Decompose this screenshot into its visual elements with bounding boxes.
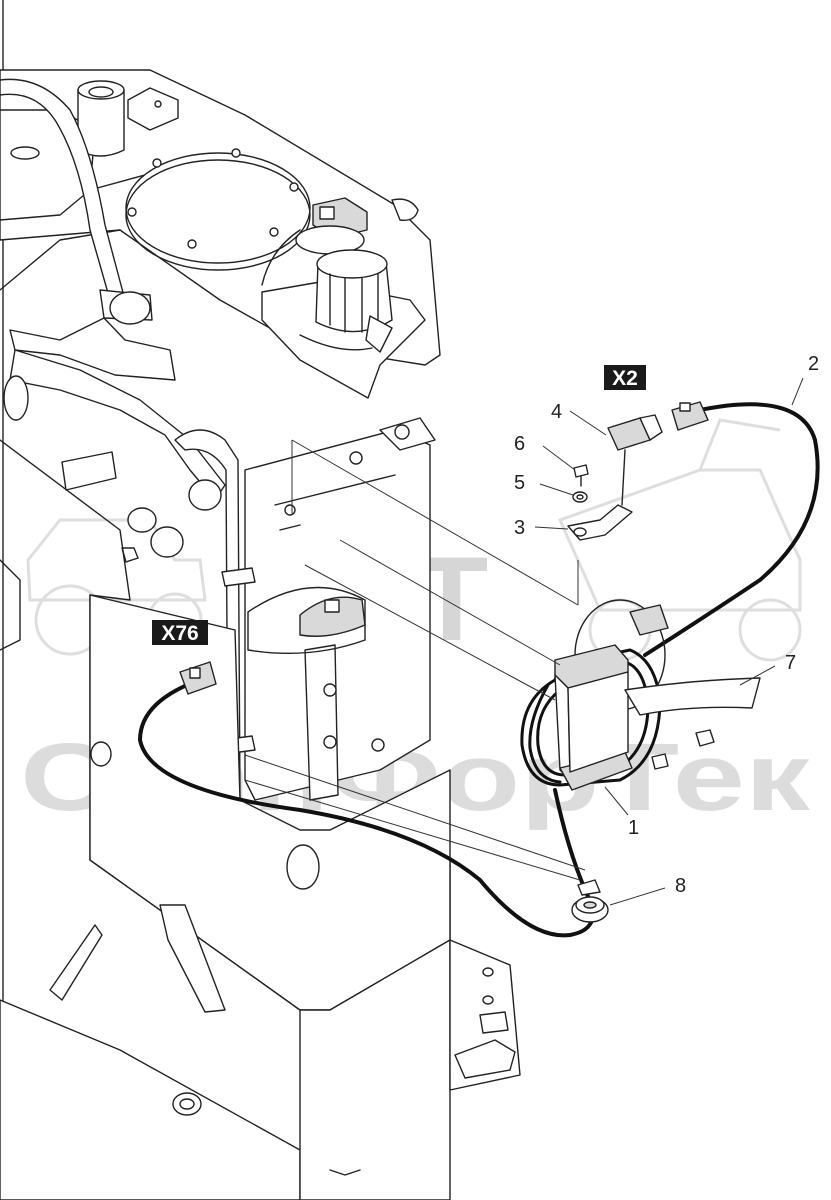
machine-chassis: [0, 0, 521, 1200]
part-3-hole: [573, 527, 587, 537]
tank-sensor-connector: [261, 197, 368, 286]
callout-1: 1: [628, 817, 639, 839]
leader-6: [542, 445, 576, 471]
part-1-bracket: [554, 644, 633, 791]
part-6-screw: [573, 464, 589, 487]
callout-3: 3: [514, 517, 525, 539]
leader-7: [739, 665, 776, 686]
callout-6: 6: [514, 433, 525, 455]
ring-connector: [629, 604, 669, 636]
leader-4: [569, 410, 607, 436]
fittings-left: [61, 451, 222, 563]
tank-cover: [125, 148, 311, 271]
x76-panel-connector: [247, 586, 366, 655]
hydraulic-hose: [0, 78, 226, 501]
tag-x2-label: X2: [612, 367, 638, 390]
leader-3: [534, 526, 569, 530]
harness-cable-to-x2: [643, 402, 820, 657]
leader-1: [604, 786, 629, 816]
tag-x76-label: X76: [161, 622, 198, 645]
leader-8: [609, 887, 666, 906]
filler-neck: [77, 80, 125, 157]
tag-x76-bg: [152, 620, 208, 645]
connector-tag-x76: X76: [152, 620, 208, 645]
part-5-washer-hole: [576, 494, 584, 500]
callout-5: 5: [514, 472, 525, 494]
filter-housing: [261, 249, 426, 399]
leader-5: [539, 483, 574, 496]
part-8-grommet: [571, 879, 609, 923]
harness-cable-to-x76: [138, 676, 595, 938]
deck-plug: [391, 198, 419, 221]
connector-tag-x2: X2: [604, 365, 646, 390]
part-7-cable-tie: [624, 677, 761, 716]
callouts: 2 4 6 5 3 7 1 8: [514, 353, 819, 906]
assembly-lines: [244, 439, 586, 881]
harness-screws: [651, 729, 715, 770]
deck-hole: [10, 146, 40, 160]
callout-2: 2: [808, 353, 819, 375]
tag-x2-bg: [604, 365, 646, 390]
deck-block: [127, 87, 179, 131]
callout-8: 8: [675, 875, 686, 897]
x76-harness-plug: [179, 661, 217, 695]
callout-4: 4: [551, 401, 562, 423]
leader-2: [791, 377, 804, 406]
main-frame: [0, 439, 521, 1200]
callout-7: 7: [785, 652, 796, 674]
part-4-connector-x2: [607, 401, 709, 506]
